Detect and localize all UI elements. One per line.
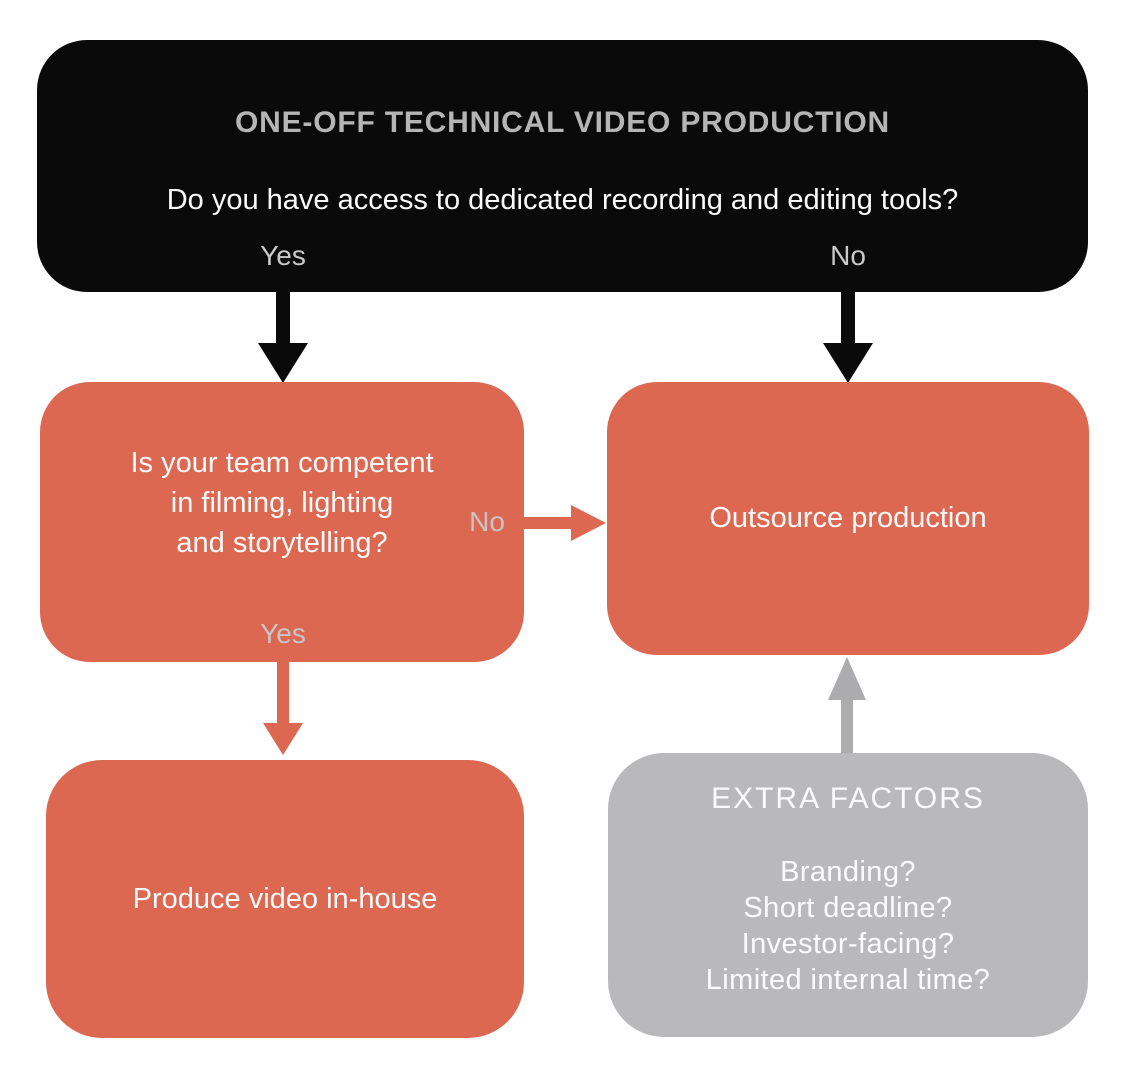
- team-question-line-2: in filming, lighting: [170, 487, 394, 519]
- start-no-label: No: [830, 240, 866, 271]
- team-no-label: No: [469, 506, 505, 537]
- team-question-line-3: and storytelling?: [176, 527, 388, 559]
- arrow-start-no-head: [823, 343, 873, 383]
- arrow-team-yes-stem: [277, 662, 289, 723]
- team-question-line-1: Is your team competent: [130, 447, 434, 479]
- extra-item-time: Limited internal time?: [705, 964, 991, 996]
- start-yes-label: Yes: [260, 240, 306, 271]
- arrow-extra-head: [828, 657, 866, 700]
- team-node: [40, 382, 524, 662]
- arrow-start-yes-head: [258, 343, 308, 383]
- extra-item-deadline: Short deadline?: [743, 892, 953, 924]
- arrow-team-yes-head: [263, 723, 303, 755]
- arrow-extra-stem: [841, 700, 853, 754]
- extra-node-title: EXTRA FACTORS: [711, 782, 985, 815]
- start-node-question: Do you have access to dedicated recordin…: [166, 184, 959, 216]
- team-yes-label: Yes: [260, 618, 306, 649]
- outsource-node: Outsource production: [607, 382, 1089, 655]
- start-node-title: ONE-OFF TECHNICAL VIDEO PRODUCTION: [235, 106, 890, 139]
- inhouse-node-label: Produce video in-house: [132, 882, 438, 915]
- arrow-start-yes-stem: [276, 292, 290, 343]
- extra-item-investor: Investor-facing?: [741, 928, 955, 960]
- extra-node-items: Branding? Short deadline? Investor-facin…: [608, 854, 1088, 998]
- arrow-start-no-stem: [841, 292, 855, 343]
- inhouse-node: Produce video in-house: [46, 760, 524, 1038]
- start-node: [37, 40, 1088, 292]
- extra-item-branding: Branding?: [780, 856, 916, 888]
- arrow-team-no-stem: [524, 517, 571, 529]
- extra-node: [608, 753, 1088, 1037]
- arrow-team-no-head: [571, 505, 606, 541]
- team-node-question: Is your team competent in filming, light…: [40, 443, 524, 563]
- outsource-node-label: Outsource production: [709, 502, 987, 534]
